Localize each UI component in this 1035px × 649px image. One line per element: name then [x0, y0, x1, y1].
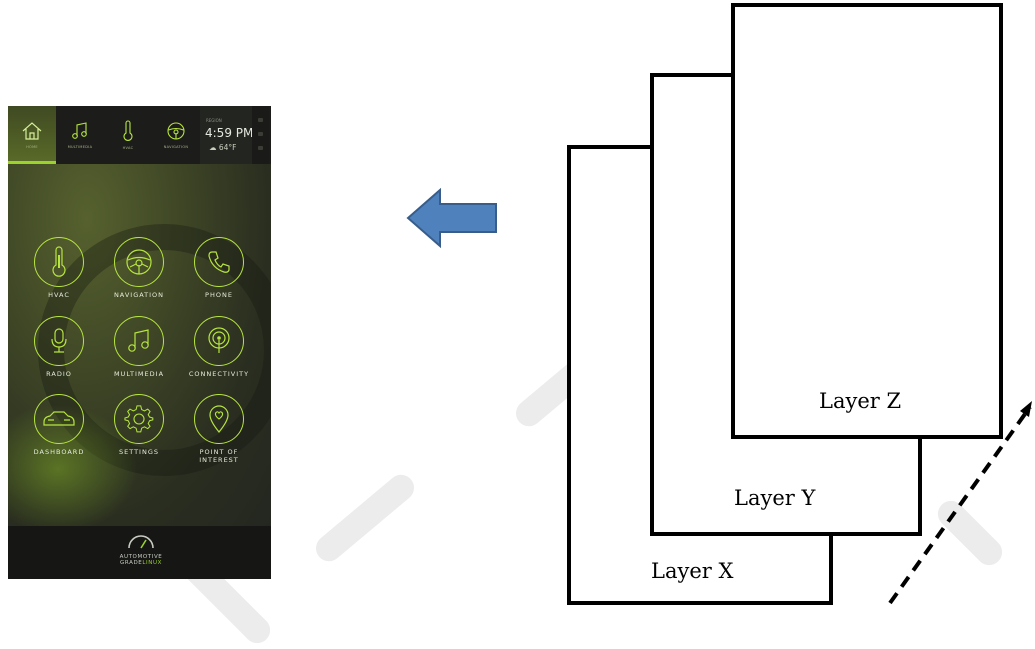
home-icon — [22, 122, 42, 140]
steering-wheel-icon — [167, 122, 185, 140]
phone-icon — [208, 251, 230, 273]
layer-x-label: Layer X — [651, 559, 734, 583]
app-label: NAVIGATION — [113, 291, 165, 299]
bluetooth-icon — [258, 132, 263, 136]
bottom-bar: AUTOMOTIVE GRADELINUX — [8, 526, 271, 579]
steering-wheel-icon — [126, 249, 152, 275]
map-pin-icon — [209, 405, 229, 433]
car-icon — [43, 411, 75, 426]
logo-text-grade-linux: GRADELINUX — [120, 560, 162, 566]
app-label: RADIO — [46, 370, 72, 378]
watermark-stroke — [310, 469, 420, 567]
depth-axis-arrow — [888, 401, 1032, 605]
layer-y-label: Layer Y — [734, 486, 816, 510]
wifi-icon — [258, 118, 263, 122]
layer-z-label: Layer Z — [819, 389, 902, 413]
music-note-icon — [128, 329, 149, 352]
agl-home-screen: HOME MULTIMEDIA HVAC NAVIGATION — [8, 106, 271, 579]
app-hvac[interactable]: HVAC — [23, 237, 95, 313]
app-label: POINT OF INTEREST — [199, 448, 239, 464]
tab-hvac[interactable]: HVAC — [104, 106, 152, 164]
tab-label: HOME — [26, 145, 38, 149]
temperature: 64°F — [218, 143, 237, 152]
app-label: MULTIMEDIA — [113, 370, 165, 378]
app-label: CONNECTIVITY — [188, 370, 250, 378]
app-launcher: HVAC NAVIGATION PHONE — [8, 164, 271, 534]
app-multimedia[interactable]: MULTIMEDIA — [103, 316, 175, 392]
cloud-icon: ☁ — [209, 143, 217, 152]
app-label: SETTINGS — [118, 448, 159, 456]
tab-home[interactable]: HOME — [8, 106, 56, 164]
cellular-icon — [258, 146, 263, 150]
app-label: DASHBOARD — [33, 448, 85, 456]
logo-text-automotive: AUTOMOTIVE — [119, 554, 163, 560]
thermometer-icon — [52, 246, 66, 277]
app-connectivity[interactable]: CONNECTIVITY — [183, 316, 255, 392]
tab-label: MULTIMEDIA — [67, 145, 93, 149]
gear-icon — [124, 405, 154, 433]
status-panel: REGION 4:59 PM ☁ 64°F — [200, 106, 254, 164]
app-label: HVAC — [48, 291, 70, 299]
clock-time: 4:59 PM — [205, 126, 254, 140]
weather-readout: ☁ 64°F — [209, 143, 237, 152]
thermometer-icon — [123, 120, 133, 141]
agl-logo: AUTOMOTIVE GRADELINUX — [113, 532, 169, 576]
speedometer-logo-icon — [128, 535, 154, 549]
tab-label: HVAC — [122, 146, 134, 150]
microphone-icon — [51, 328, 67, 353]
app-phone[interactable]: PHONE — [183, 237, 255, 313]
app-radio[interactable]: RADIO — [23, 316, 95, 392]
music-note-icon — [72, 122, 87, 139]
region-label: REGION — [206, 118, 222, 123]
left-arrow — [406, 188, 497, 248]
app-label: PHONE — [205, 291, 233, 299]
app-navigation[interactable]: NAVIGATION — [103, 237, 175, 313]
tab-navigation[interactable]: NAVIGATION — [152, 106, 200, 164]
app-settings[interactable]: SETTINGS — [103, 394, 175, 470]
tab-label: NAVIGATION — [163, 145, 189, 149]
app-point-of-interest[interactable]: POINT OF INTEREST — [183, 394, 255, 470]
signal-indicators — [252, 106, 269, 164]
tab-multimedia[interactable]: MULTIMEDIA — [56, 106, 104, 164]
top-bar: HOME MULTIMEDIA HVAC NAVIGATION — [8, 106, 271, 164]
broadcast-icon — [208, 327, 230, 353]
layer-z-box: Layer Z — [731, 3, 1003, 439]
app-dashboard[interactable]: DASHBOARD — [23, 394, 95, 470]
